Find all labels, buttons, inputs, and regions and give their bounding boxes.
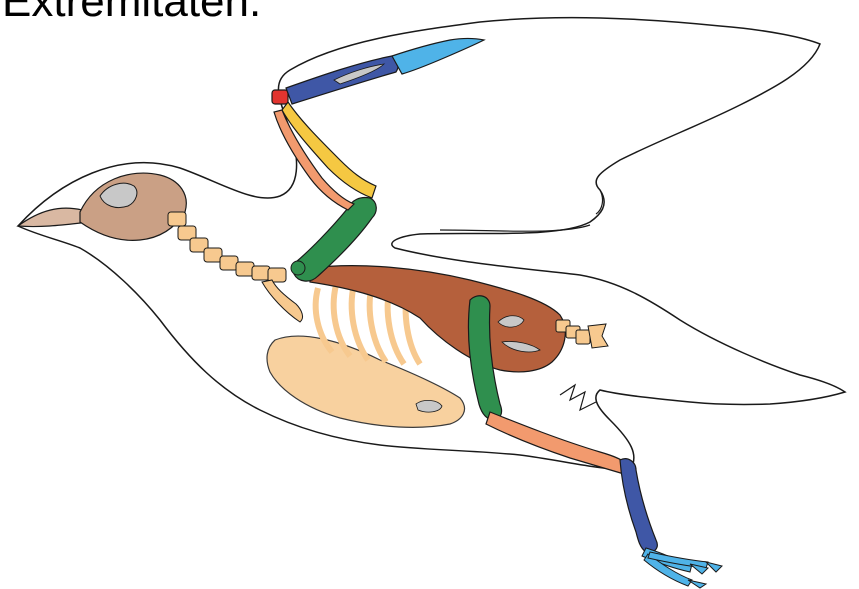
sternum-notch <box>416 400 442 412</box>
foot <box>642 548 722 588</box>
carpal <box>272 90 288 104</box>
shoulder-joint <box>291 261 305 275</box>
tarsometatarsus <box>620 459 657 553</box>
